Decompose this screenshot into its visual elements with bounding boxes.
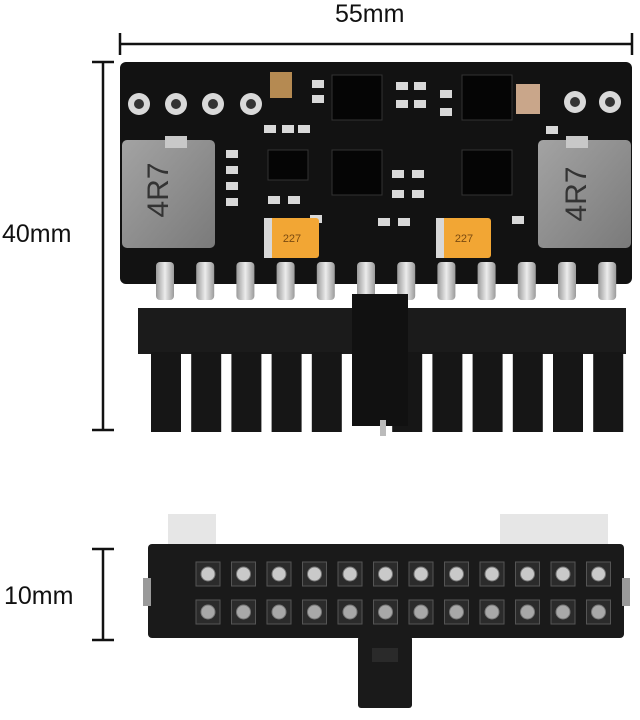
face-pin-contact <box>413 566 429 582</box>
face-pin-contact <box>271 566 287 582</box>
face-pin-contact <box>200 604 216 620</box>
solder-pin <box>357 262 375 300</box>
solder-pin <box>316 262 335 300</box>
solder-pin <box>558 262 576 300</box>
solder-pin <box>477 262 496 300</box>
inductor-left: 4R7 <box>122 136 215 248</box>
depth-dimension-line <box>92 547 114 642</box>
face-pin-contact <box>449 566 464 582</box>
solder-pins <box>156 262 617 300</box>
connector-leg <box>231 352 262 432</box>
face-pin-contact <box>307 566 322 582</box>
solder-pin <box>598 262 617 300</box>
face-pin-contact <box>484 604 500 620</box>
connector-leg <box>472 352 503 432</box>
face-pin-bottom <box>515 599 540 625</box>
face-pin-contact <box>555 604 571 620</box>
connector-leg <box>191 352 222 432</box>
capacitor-right: 227 <box>436 218 491 258</box>
solder-pin <box>517 262 536 300</box>
mosfet-chips <box>267 74 513 196</box>
face-pin-contact <box>484 566 500 582</box>
capacitor-left: 227 <box>264 218 319 258</box>
smd-components <box>226 72 558 226</box>
width-dimension-line <box>118 33 634 55</box>
face-pin-contact <box>520 566 535 582</box>
solder-pin <box>276 262 295 300</box>
solder-pin <box>236 262 255 300</box>
face-pin-contact <box>342 566 358 582</box>
inductor-right: 4R7 <box>538 136 631 248</box>
height-dimension-line <box>92 60 114 432</box>
face-pin-contact <box>200 566 216 582</box>
face-pin-contact <box>378 566 393 582</box>
face-pin-contact <box>413 604 429 620</box>
face-pin-contact <box>307 604 322 620</box>
mounting-holes <box>128 91 621 115</box>
face-pin-top <box>515 561 540 587</box>
height-dimension-label: 40mm <box>2 220 72 248</box>
atx-connector-face <box>143 514 630 708</box>
inductor-right-marking: 4R7 <box>560 166 593 221</box>
connector-leg <box>271 352 302 432</box>
pcb-board: 4R7 4R7 227 227 <box>120 62 632 284</box>
connector-leg <box>553 352 583 432</box>
face-pin-contact <box>449 604 464 620</box>
face-pin-contact <box>520 604 535 620</box>
face-pin-contact <box>591 604 606 620</box>
depth-dimension-label: 10mm <box>4 582 74 610</box>
width-dimension-label: 55mm <box>335 0 405 28</box>
face-pin-contact <box>555 566 571 582</box>
connector-leg <box>311 352 342 432</box>
inductor-left-marking: 4R7 <box>142 162 175 217</box>
face-pin-contact <box>591 566 606 582</box>
face-pin-contact <box>271 604 287 620</box>
face-pin-contact <box>236 566 251 582</box>
solder-pin <box>156 262 174 300</box>
face-pin-contact <box>378 604 393 620</box>
atx-connector-top <box>138 294 626 436</box>
capacitor-right-marking: 227 <box>455 233 473 245</box>
solder-pin <box>196 262 215 300</box>
connector-leg <box>593 352 624 432</box>
face-pin-contact <box>236 604 251 620</box>
connector-leg <box>432 352 463 432</box>
solder-pin <box>397 262 416 300</box>
capacitor-left-marking: 227 <box>283 233 301 245</box>
connector-leg <box>151 352 181 432</box>
connector-leg <box>512 352 543 432</box>
solder-pin <box>437 262 456 300</box>
face-pin-contact <box>342 604 358 620</box>
